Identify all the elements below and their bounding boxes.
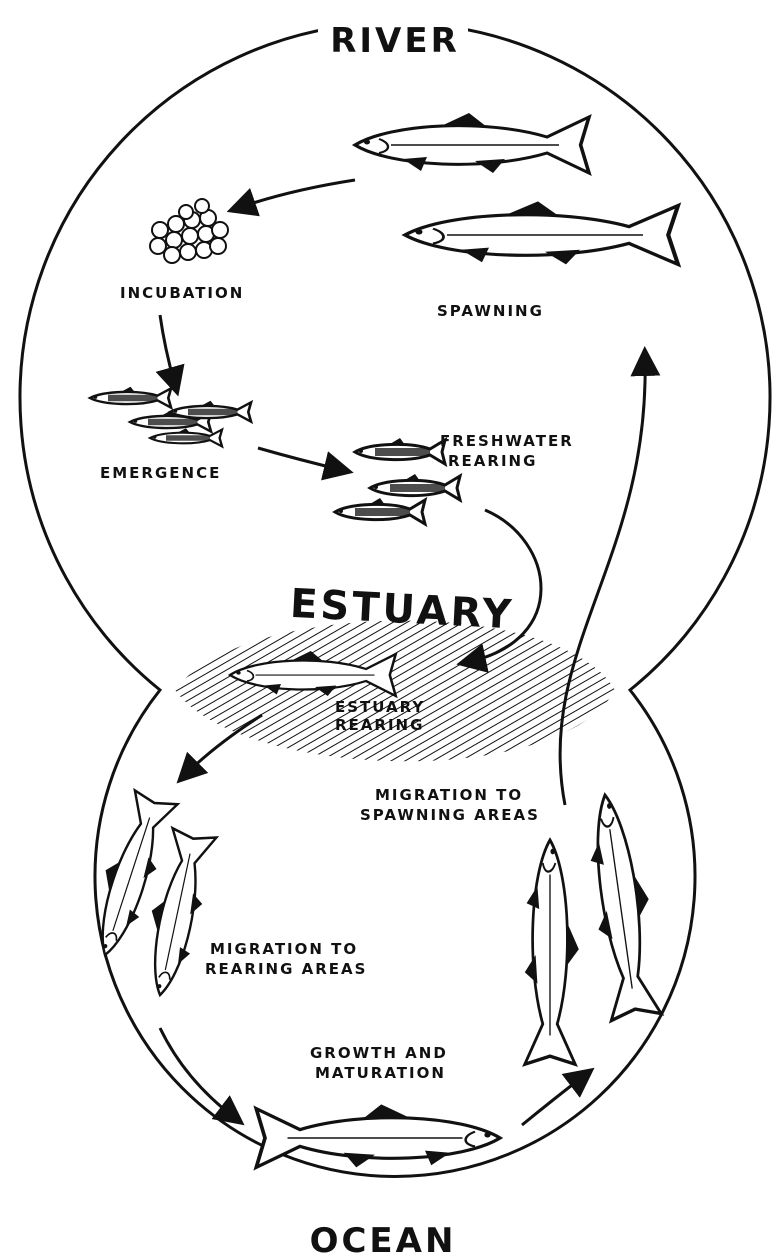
label-growth-2: MATURATION (315, 1064, 446, 1082)
label-estuary-rearing-1: ESTUARY (335, 698, 425, 716)
fry-icon (335, 438, 460, 524)
arrow-return-to-spawning (560, 358, 645, 805)
ocean-title: OCEAN (310, 1221, 457, 1260)
spawning-fish-2 (405, 201, 678, 264)
arrow-spawning-to-incubation (238, 180, 355, 208)
label-migration-rearing-2: REARING AREAS (205, 960, 367, 978)
label-freshwater-rearing-2: REARING (448, 452, 537, 470)
label-migration-rearing-1: MIGRATION TO (210, 940, 358, 958)
arrow-emergence-to-freshwater (258, 448, 342, 470)
label-incubation: INCUBATION (120, 284, 244, 302)
label-migration-spawning-2: SPAWNING AREAS (360, 806, 540, 824)
label-growth-1: GROWTH AND (310, 1044, 448, 1062)
spawning-fish-1 (355, 113, 589, 173)
label-estuary-rearing-2: REARING (335, 716, 424, 734)
arrow-incubation-to-emergence (160, 315, 175, 385)
returning-adult-2 (580, 791, 665, 1021)
river-title: RIVER (330, 21, 460, 61)
label-migration-spawning-1: MIGRATION TO (375, 786, 523, 804)
alevins-icon (90, 387, 251, 447)
eggs-icon (150, 199, 228, 263)
returning-adult-1 (525, 840, 579, 1064)
arrow-rearing-to-growth (160, 1028, 235, 1118)
label-spawning: SPAWNING (437, 302, 544, 320)
label-emergence: EMERGENCE (100, 464, 221, 482)
label-freshwater-rearing-1: FRESHWATER (440, 432, 574, 450)
